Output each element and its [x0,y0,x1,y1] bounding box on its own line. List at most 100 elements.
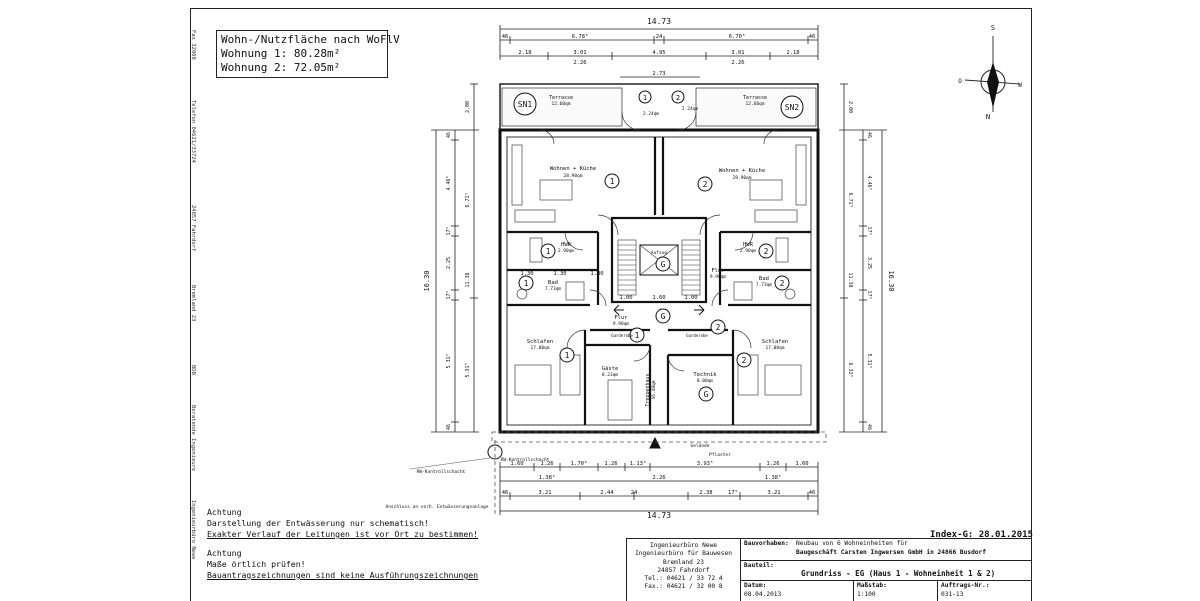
dim-left-s1: 6.71⁵ [465,192,471,207]
dim-ticks-bottom [499,462,819,515]
room-living-right-area: 28.90qm [733,175,752,181]
dim-top-center: 2.73 [652,71,665,77]
dim-right-s1: 6.71⁵ [847,192,853,207]
dim-right-p2: 17⁵ [866,226,872,235]
shower-left [565,281,585,301]
room-hall-left-area: 9.90qm [613,321,630,327]
dim-bot-r1b-1: 2.26 [652,475,665,481]
compass-south: S [991,24,995,32]
dim-left-s0: 2.00 [465,101,471,113]
label-sn2: SN2 [785,103,800,112]
note-not-construction: Bauantragszeichnungen sind keine Ausführ… [207,570,479,580]
wc-right [784,288,796,300]
dim-left-s2: 11.38 [465,272,471,287]
dim-top-r1-2: 24 [656,34,663,40]
shower-right [733,281,753,301]
area-unit-1: Wohnung 1: 80.28m² [221,47,341,60]
dim-bot-r1b-2: 1.38⁵ [765,474,782,481]
notes-block: Achtung Darstellung der Entwässerung nur… [207,507,479,581]
massstab-value: 1:100 [857,591,876,598]
dim-left-p5: 5.31⁵ [446,353,452,368]
dining-table-left [539,179,573,201]
sofa-left [514,209,556,223]
row-bauteil: Bauteil: Grundriss - EG (Haus 1 - Wohnei… [741,561,1031,581]
dim-bot-r1-7: 1.60 [795,461,808,467]
tag-2-bath: 2 [780,279,785,288]
dim-bot-r1-1: 1.26 [540,461,553,467]
dim-bot-r2-6: 3.21 [767,490,780,496]
dim-right-p4: 17⁵ [866,290,872,299]
dim-top-r2-3: 3.01 [731,50,744,56]
dim-right-s0: 2.00 [847,101,853,113]
dim-ticks-left [431,83,479,433]
room-living-right: Wohnen + Küche [719,168,765,174]
dim-bottom-overall: 14.73 [647,511,671,520]
tag-g-stair: G [661,260,666,269]
room-wardrobe-right: Garderobe [686,333,708,338]
room-hwr-right-area: 2.90qm [740,248,757,254]
room-guest: Gäste [602,366,619,372]
label-massstab: Maßstab: [857,582,887,589]
dim-top-r1-4: 46 [809,34,816,40]
dim-bot-r1-3: 1.26 [604,461,617,467]
title-block-fields: Bauvorhaben: Neubau von 6 Wohneinheiten … [741,539,1031,601]
dim-right-p5: 5.31⁵ [866,353,872,368]
dim-top-r2-4: 2.18 [786,50,799,56]
dim-bot-r1b-0: 1.38⁵ [539,474,556,481]
bed-right [764,364,802,396]
label-schacht: RW-Kontrollschacht [501,457,550,463]
dim-left-p2: 17⁵ [446,226,452,235]
room-hwr-left-area: 2.90qm [558,248,575,254]
north-compass [964,36,1021,112]
dim-top-r2b-0: 2.26 [573,60,586,66]
tag-2-terrace: 2 [676,94,680,102]
dim-center-1: 1.60 [652,295,665,301]
bauvorhaben-line-2: Baugeschäft Carsten Ingwersen GmbH in 24… [796,549,986,556]
row-bauvorhaben: Bauvorhaben: Neubau von 6 Wohneinheiten … [741,539,1031,561]
dim-top-r1-1: 6.78⁵ [572,33,589,40]
office-type: Ingenieurbüro für Bauwesen [635,550,732,558]
dim-left-s3: 5.31⁵ [465,362,471,377]
cell-auftrag: Auftrags-Nr.: 031-13 [937,581,989,601]
room-bed-right: Schlafen [762,339,789,345]
dim-bot-r2-4: 2.38 [699,490,712,496]
auftrag-value: 031-13 [941,591,964,598]
title-block: Ingenieurbüro Newe Ingenieurbüro für Bau… [626,538,1031,601]
dim-right-p1: 4.46⁵ [866,175,872,190]
guest-bed [607,379,633,421]
entrance-arrows [613,304,705,449]
room-tech-area: 8.00qm [697,378,714,384]
bauteil-value: Grundriss - EG (Haus 1 - Wohneinheit 1 &… [801,569,996,578]
dim-bot-r2-3: 24 [631,490,638,496]
label-sn1: SN1 [518,100,533,109]
bauvorhaben-line-1: Neubau von 6 Wohneinheiten für [796,540,908,547]
room-bath-left: Bad [548,280,558,286]
paving-outline [491,431,827,443]
compass-west: O [958,78,962,85]
label-datum: Datum: [744,582,767,589]
dim-top-overall: 14.73 [647,17,671,26]
room-living-left: Wohnen + Küche [550,166,596,172]
tag-1-bath: 1 [524,279,529,288]
building [409,36,1021,515]
dining-table-right [749,179,783,201]
dim-bot-r2-2: 2.44 [600,490,614,496]
datum-value: 08.04.2013 [744,591,782,598]
room-living-left-area: 28.90qm [564,173,583,179]
area-unit-2: Wohnung 2: 72.05m² [221,61,341,74]
room-hall-left: Flur [614,315,628,321]
kitchen-left [511,144,523,206]
room-tech: Technik [693,372,717,378]
tag-1-hall: 1 [635,331,640,340]
dim-center-4: 1.30 [553,271,566,277]
dim-left-p1: 4.46⁵ [446,175,452,190]
drain-leader [409,457,491,470]
room-hwr-left: HWR [561,242,572,248]
dim-top-r2-2: 4.95 [652,50,665,56]
dim-bot-r2-7: 46 [809,490,816,496]
dim-right-overall: 16.30 [887,270,895,291]
drawing-sheet-frame [190,8,1032,601]
room-stair-area: 16.48qm [651,380,657,399]
area-box-title: Wohn-/Nutzfläche nach WoFlV [221,33,400,46]
door-swings [539,111,779,372]
